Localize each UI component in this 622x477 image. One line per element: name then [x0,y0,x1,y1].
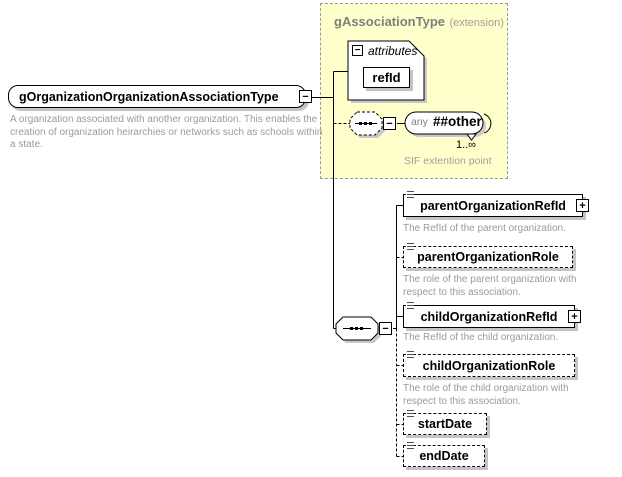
sequence-collapse-toggle[interactable]: − [379,322,392,335]
any-occurrence-label: 1..∞ [455,139,477,151]
annotation-text: The role of the child organization with … [403,383,569,407]
root-annotation-text: A organization associated with another o… [10,114,323,150]
any-multi-notch [466,133,477,141]
root-collapse-toggle[interactable]: − [299,90,312,103]
attributes-collapse-toggle[interactable]: − [352,45,363,56]
attribute-refid[interactable]: refId [363,67,410,88]
element-label: childOrganizationRole [422,358,556,373]
extension-title: gAssociationType (extension) [334,13,504,31]
element-label: parentOrganizationRefId [420,198,566,213]
any-element[interactable]: any ##other [411,114,482,129]
any-sequence-icon [349,111,385,138]
element-parent-organization-role[interactable]: parentOrganizationRole [403,243,573,268]
element-label: parentOrganizationRole [417,250,559,264]
element-start-date[interactable]: startDate [403,410,487,435]
expand-toggle[interactable]: + [568,310,581,323]
expand-toggle[interactable]: + [576,199,589,212]
annotation-lines-icon [406,410,414,419]
any-sequence-collapse-toggle[interactable]: − [383,117,396,130]
annotation-text: The RefId of the parent organization. [403,223,566,234]
extension-title-text: gAssociationType [334,14,446,29]
extension-suffix: (extension) [449,17,504,29]
attributes-label: attributes [368,44,418,58]
annotation-lines-icon [406,351,414,360]
root-element-label: gOrganizationOrganizationAssociationType [19,89,279,104]
element-label: childOrganizationRefId [420,309,558,324]
any-extension-note: SIF extention point [404,155,492,167]
sequence-icon [335,316,381,343]
element-label: endDate [419,449,469,463]
any-prefix-label: any [411,115,428,128]
element-parent-organization-refid[interactable]: parentOrganizationRefId + [403,191,589,217]
annotation-lines-icon [406,442,414,451]
element-child-organization-refid[interactable]: childOrganizationRefId + [403,302,581,328]
annotation-lines-icon [406,191,414,200]
annotation-lines-icon [406,302,414,311]
element-g-organization-organization-association-type[interactable]: gOrganizationOrganizationAssociationType… [8,85,312,108]
annotation-text: The role of the parent organization with… [403,274,577,298]
any-element-label: ##other [432,114,482,129]
annotation-text: The RefId of the child organization. [403,332,559,343]
any-element-shape [404,111,492,141]
element-child-organization-role[interactable]: childOrganizationRole [403,351,575,377]
element-end-date[interactable]: endDate [403,442,485,467]
annotation-lines-icon [406,243,414,252]
element-label: startDate [417,417,473,431]
connector-lines [305,71,405,457]
attribute-refid-label: refId [372,70,401,85]
